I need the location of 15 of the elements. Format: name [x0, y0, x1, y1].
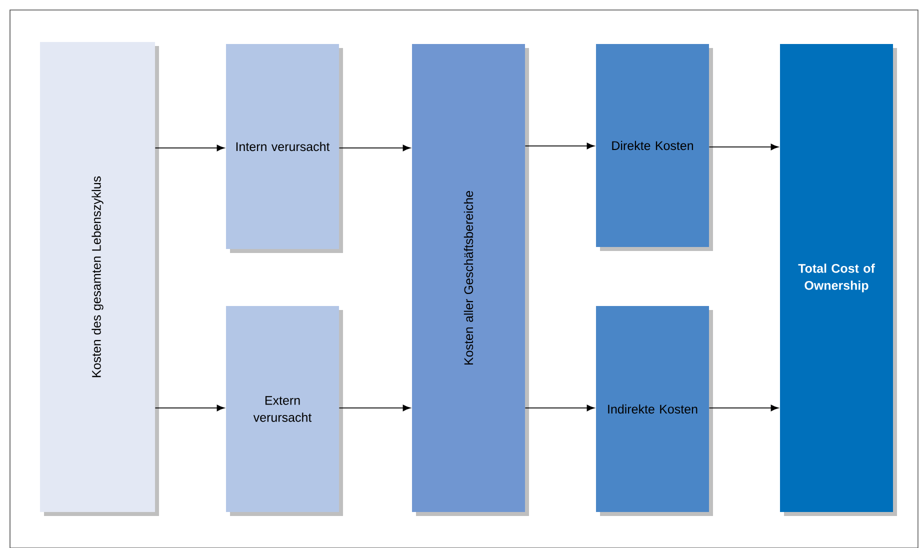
process-box: Intern verursacht: [226, 44, 343, 253]
arrow: [524, 142, 594, 150]
process-box: Direkte Kosten: [596, 44, 713, 251]
arrow: [338, 404, 410, 412]
arrow: [154, 404, 224, 412]
arrow: [708, 404, 778, 412]
process-box: Kosten aller Geschäftsbereiche: [412, 44, 529, 516]
arrow: [154, 144, 224, 152]
process-box: Kosten des gesamten Lebenszyklus: [40, 42, 159, 516]
arrow: [708, 144, 778, 150]
process-box: Total Cost of Ownership: [780, 44, 897, 516]
process-box: Indirekte Kosten: [596, 306, 713, 516]
arrow: [524, 404, 594, 412]
process-box: Extern verursacht: [226, 306, 343, 516]
arrow: [338, 144, 410, 152]
